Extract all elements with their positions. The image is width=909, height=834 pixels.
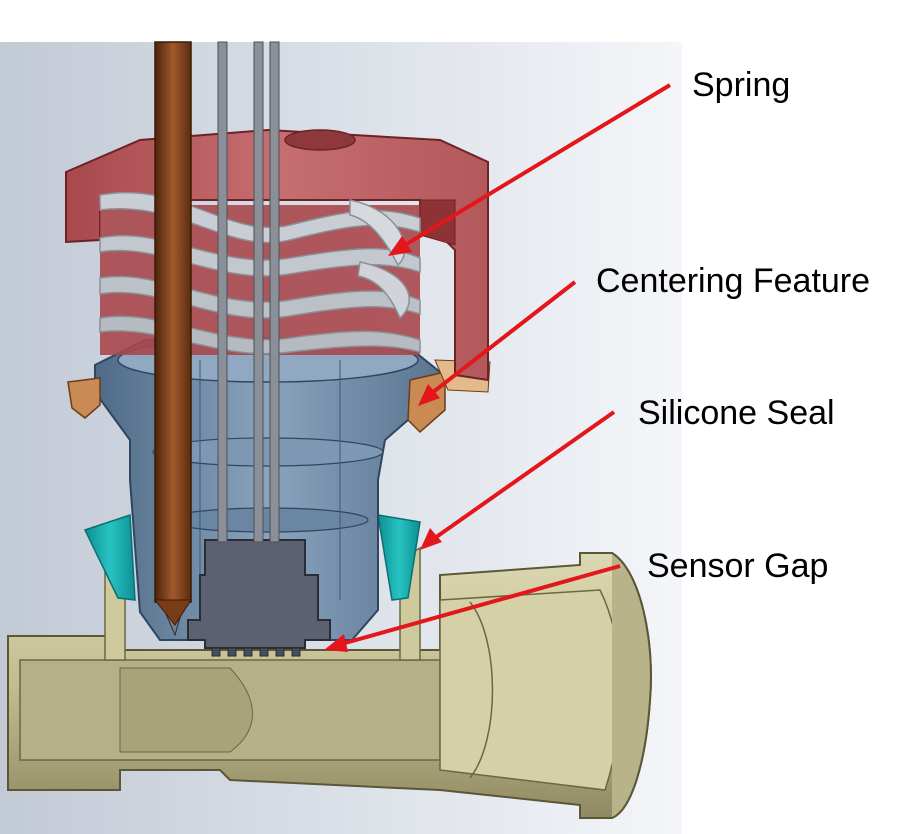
callout-label-silicone-seal: Silicone Seal	[638, 394, 835, 432]
arrow-spring	[388, 83, 672, 256]
arrow-sensor-gap	[324, 564, 621, 652]
wires	[153, 41, 280, 626]
callout-label-centering-feature: Centering Feature	[596, 262, 871, 300]
tee-pipe	[7, 543, 652, 819]
callout-label-spring: Spring	[692, 66, 791, 104]
callout-label-sensor-gap: Sensor Gap	[647, 547, 829, 585]
arrow-silicone-seal	[420, 410, 616, 550]
sensor-pins	[211, 647, 301, 657]
callout-arrows	[324, 83, 672, 652]
arrow-centering-feature	[418, 280, 577, 406]
